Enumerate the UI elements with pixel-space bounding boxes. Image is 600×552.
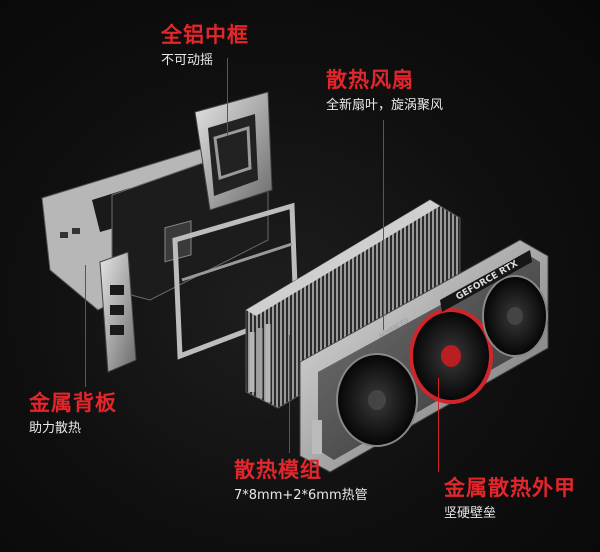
- callout-fan-subtitle: 全新扇叶，旋涡聚风: [326, 98, 444, 113]
- callout-frame: 全铝中框 不可动摇: [161, 23, 249, 68]
- shroud-leader-line: [438, 378, 439, 472]
- backplate-leader-line: [85, 265, 86, 387]
- callout-frame-subtitle: 不可动摇: [161, 53, 214, 68]
- callout-fan-title: 散热风扇: [326, 68, 414, 92]
- callout-backplate-title: 金属背板: [29, 391, 117, 415]
- fan-leader-line: [383, 120, 384, 330]
- callout-heatsink-subtitle: 7*8mm+2*6mm热管: [234, 488, 368, 503]
- callout-fan: 散热风扇 全新扇叶，旋涡聚风: [326, 68, 444, 113]
- callout-heatsink-title: 散热模组: [234, 458, 322, 482]
- shroud-part: GEFORCE RTX ADVANCED: [299, 239, 549, 473]
- callout-backplate: 金属背板 助力散热: [29, 391, 117, 436]
- heatsink-part: [245, 199, 461, 409]
- callout-heatsink: 散热模组 7*8mm+2*6mm热管: [234, 458, 368, 503]
- frame-leader-line: [227, 58, 228, 136]
- callout-frame-title: 全铝中框: [161, 23, 249, 47]
- callout-shroud: 金属散热外甲 坚硬壁垒: [444, 476, 576, 521]
- callout-shroud-title: 金属散热外甲: [444, 476, 576, 500]
- callout-backplate-subtitle: 助力散热: [29, 421, 82, 436]
- callout-shroud-subtitle: 坚硬壁垒: [444, 506, 497, 521]
- heatsink-leader-line: [289, 335, 290, 453]
